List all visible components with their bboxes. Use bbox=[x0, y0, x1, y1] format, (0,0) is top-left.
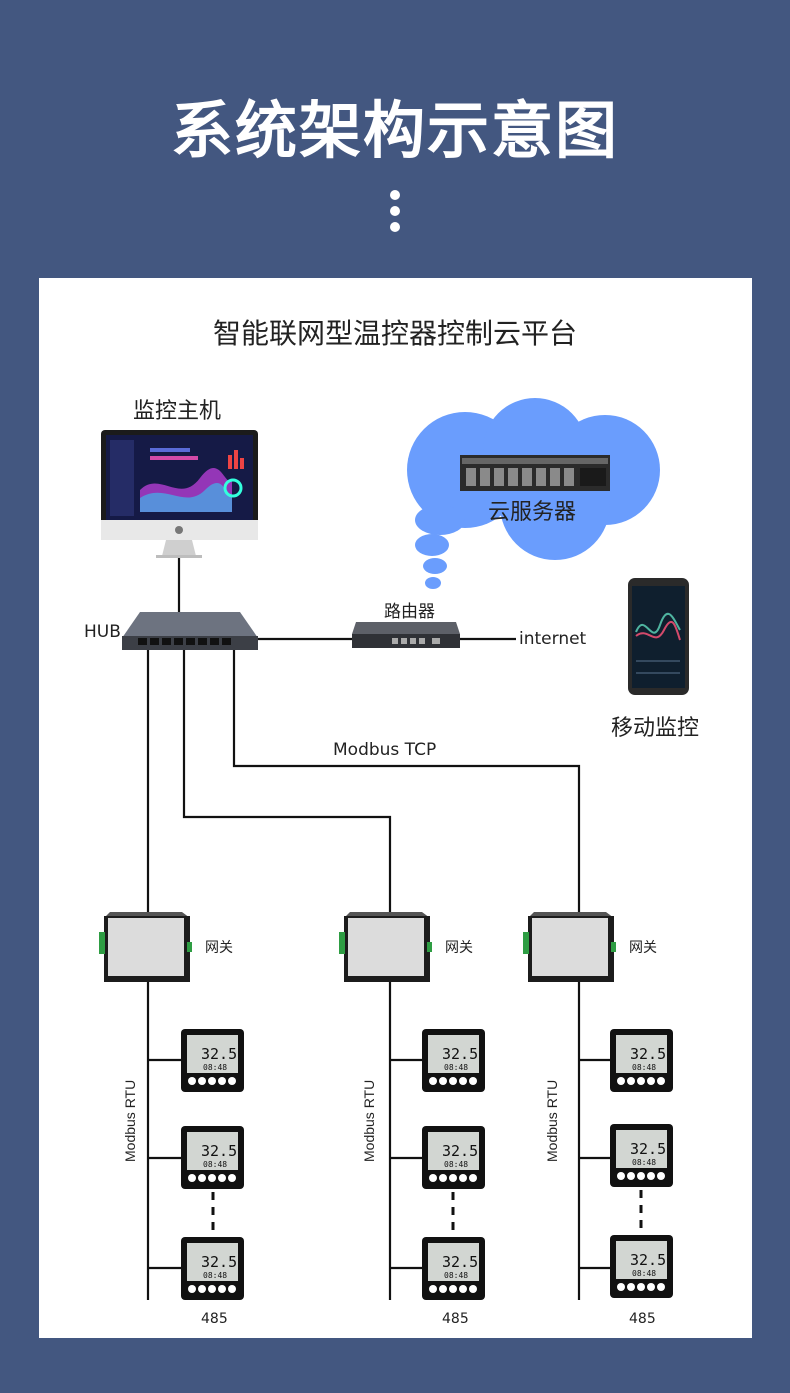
ellipsis-dashes bbox=[211, 1190, 643, 1236]
thermostat-temp: 32.5 bbox=[630, 1140, 666, 1158]
page-title: 系统架构示意图 bbox=[170, 94, 619, 167]
thermostat-time: 08:48 bbox=[444, 1063, 468, 1072]
gateway-label-2: 网关 bbox=[445, 940, 473, 956]
thermostat-temp: 32.5 bbox=[442, 1142, 478, 1160]
thermostat-temp: 32.5 bbox=[442, 1253, 478, 1271]
thermostat-temp: 32.5 bbox=[201, 1142, 237, 1160]
cloud-server-label: 云服务器 bbox=[488, 500, 577, 525]
gateway-label-1: 网关 bbox=[205, 940, 233, 956]
thermostat-time: 08:48 bbox=[632, 1158, 656, 1167]
rack-server-icon bbox=[460, 455, 610, 491]
more-dots-icon bbox=[389, 190, 401, 238]
modbus-tcp-label: Modbus TCP bbox=[333, 740, 437, 760]
connection-lines bbox=[146, 558, 610, 1300]
monitor-icon bbox=[101, 430, 258, 558]
thermostat-temp: 32.5 bbox=[201, 1253, 237, 1271]
smartphone-icon bbox=[628, 578, 689, 695]
bus-485-label-3: 485 bbox=[629, 1311, 656, 1327]
router-label: 路由器 bbox=[384, 602, 435, 622]
mobile-monitor-label: 移动监控 bbox=[611, 716, 700, 741]
modbus-rtu-label-3: Modbus RTU bbox=[544, 1080, 560, 1162]
thermostat-time: 08:48 bbox=[632, 1269, 656, 1278]
internet-label: internet bbox=[519, 629, 587, 649]
modbus-rtu-label-2: Modbus RTU bbox=[361, 1080, 377, 1162]
thermostat-temp: 32.5 bbox=[442, 1045, 478, 1063]
thermostat-time: 08:48 bbox=[444, 1160, 468, 1169]
gateway-device-2 bbox=[339, 912, 432, 982]
hub-switch-icon bbox=[122, 612, 258, 650]
thermostat-temp: 32.5 bbox=[201, 1045, 237, 1063]
diagram-title: 智能联网型温控器控制云平台 bbox=[212, 317, 577, 350]
modbus-rtu-label-1: Modbus RTU bbox=[122, 1080, 138, 1162]
bus-485-label-2: 485 bbox=[442, 1311, 469, 1327]
gateway-device-1 bbox=[99, 912, 192, 982]
thermostat-time: 08:48 bbox=[632, 1063, 656, 1072]
thermostat-time: 08:48 bbox=[203, 1271, 227, 1280]
thermostat-temp: 32.5 bbox=[630, 1045, 666, 1063]
gateway-device-3 bbox=[523, 912, 616, 982]
gateway-label-3: 网关 bbox=[629, 940, 657, 956]
router-icon bbox=[352, 622, 460, 648]
bus-485-label-1: 485 bbox=[201, 1311, 228, 1327]
hub-label: HUB bbox=[84, 622, 121, 642]
monitor-host-label: 监控主机 bbox=[133, 399, 222, 424]
thermostat-time: 08:48 bbox=[203, 1063, 227, 1072]
thermostat-time: 08:48 bbox=[444, 1271, 468, 1280]
thermostat-temp: 32.5 bbox=[630, 1251, 666, 1269]
thermostat-time: 08:48 bbox=[203, 1160, 227, 1169]
